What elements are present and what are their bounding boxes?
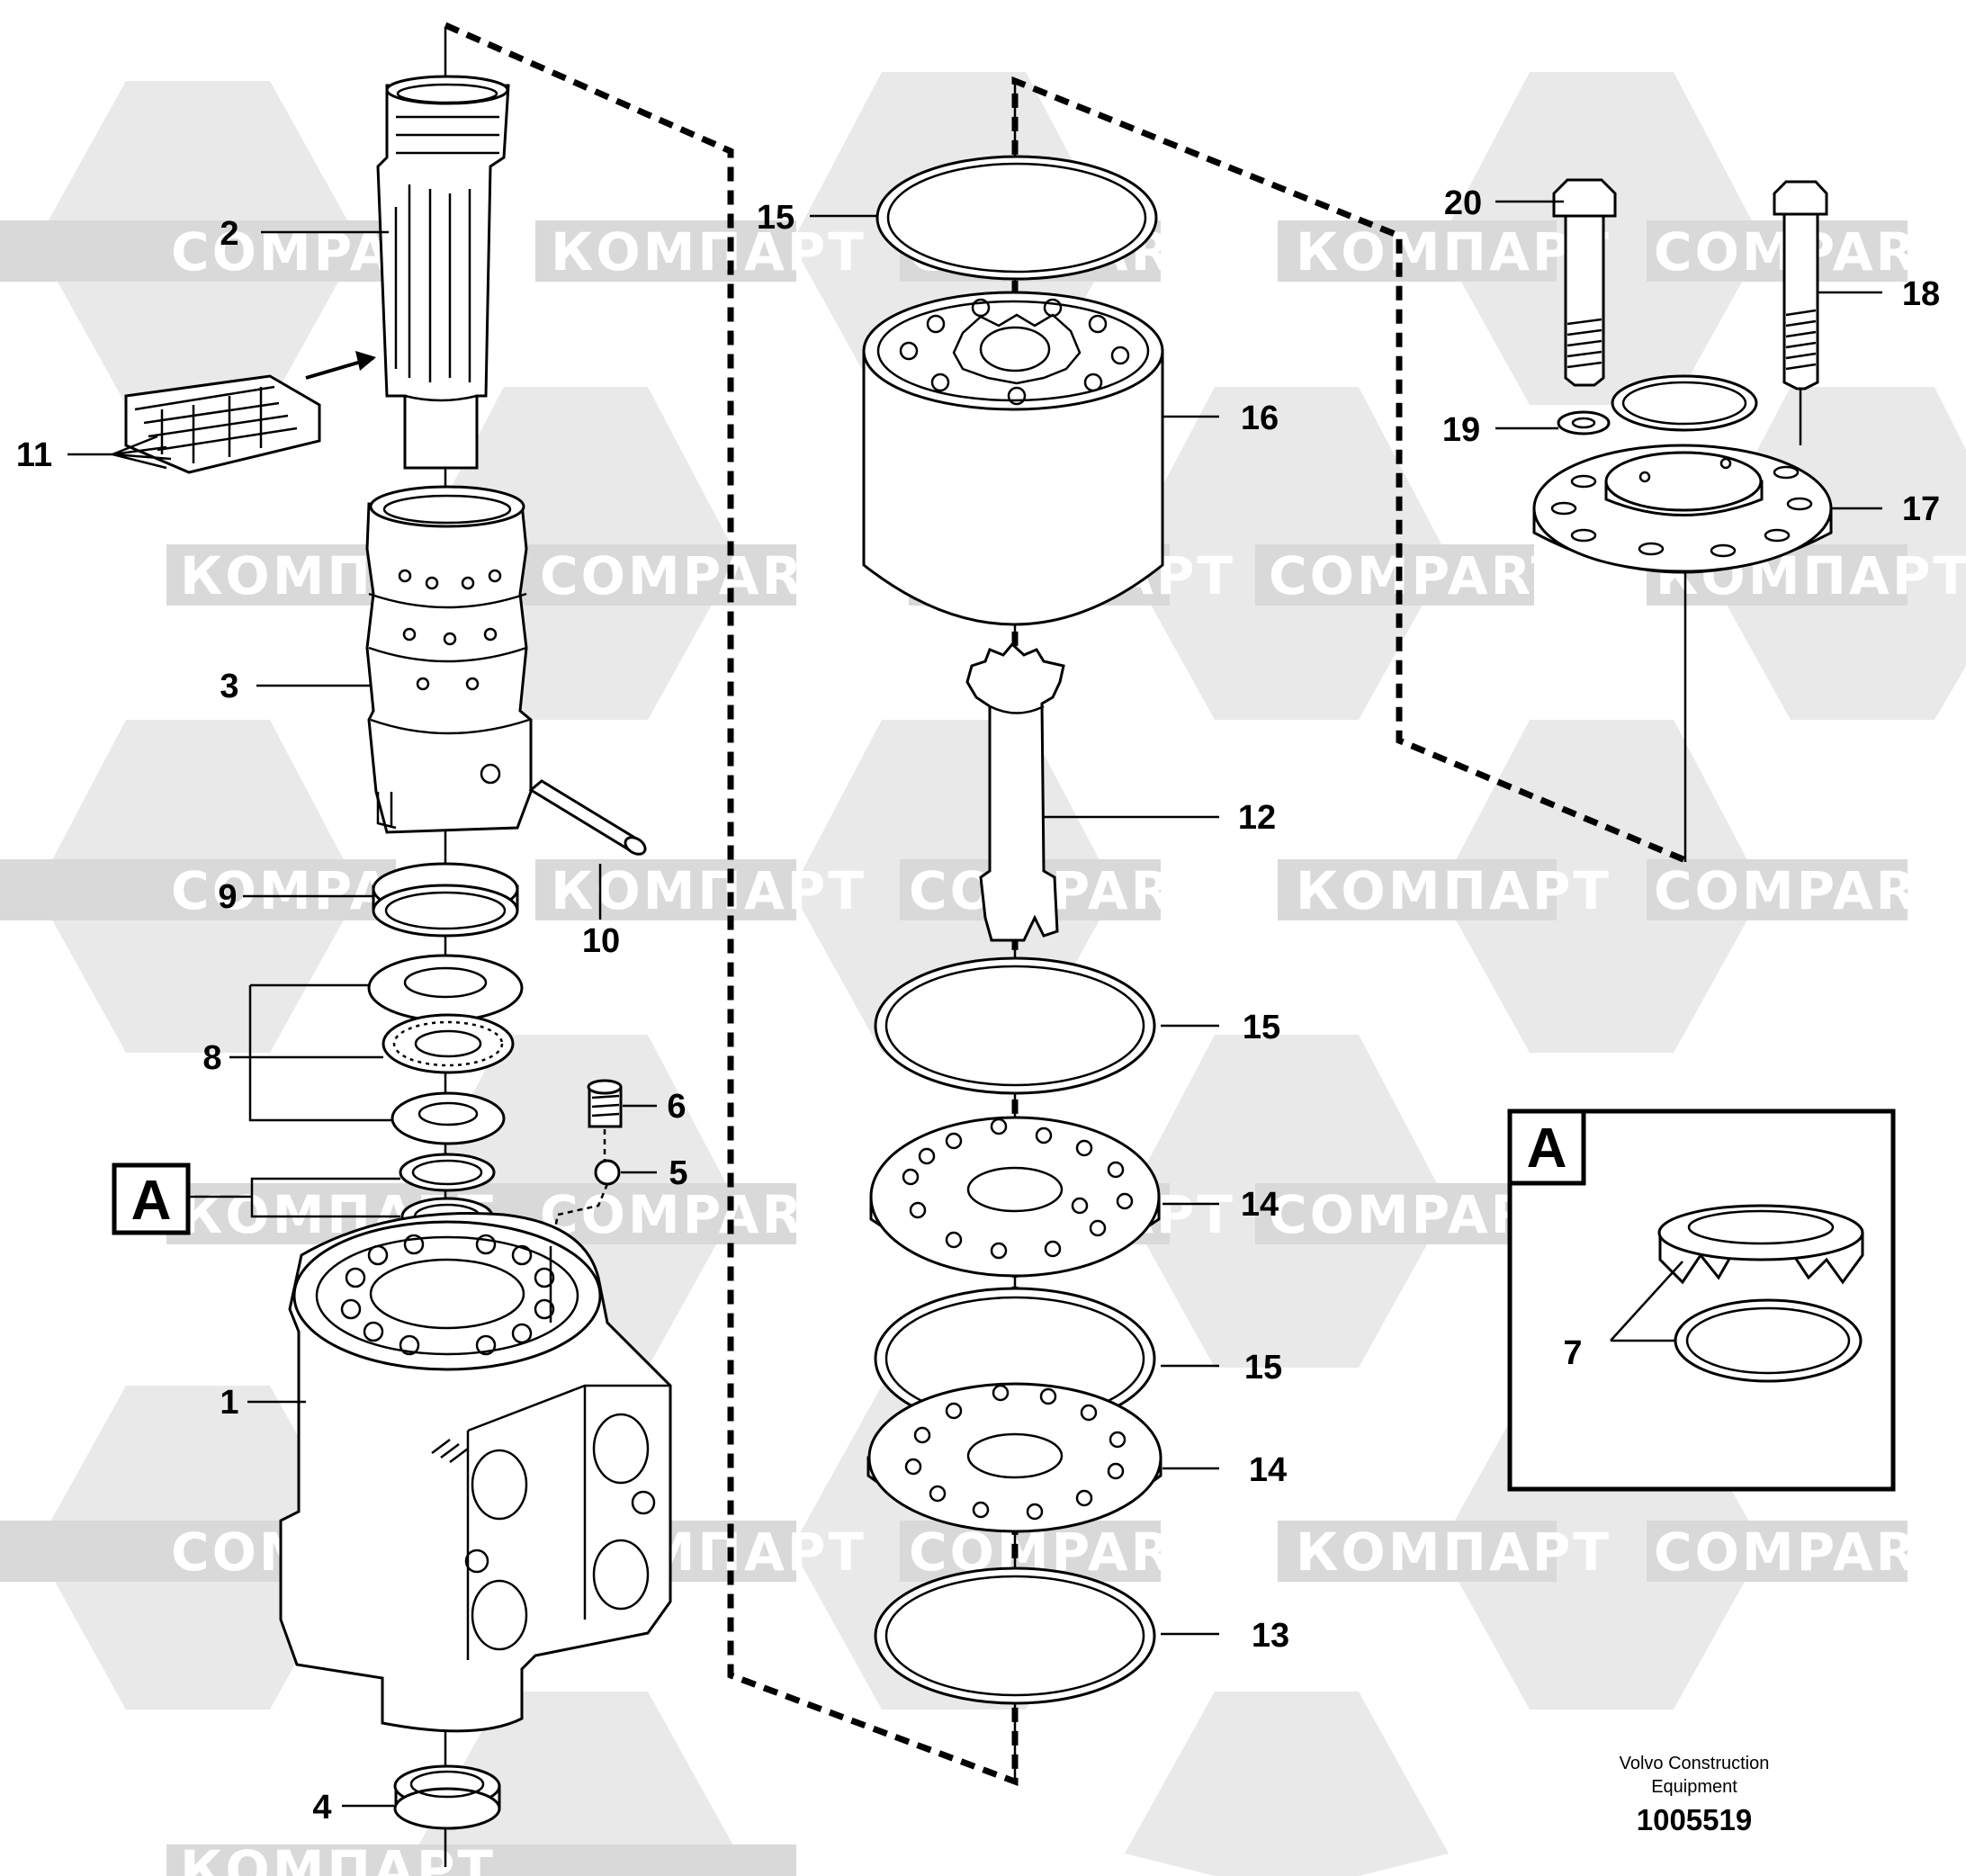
callout-19: 19 [1442, 411, 1480, 449]
detail-a-reference: A [112, 1162, 400, 1235]
o-ring-15-mid-part [874, 956, 1156, 1095]
valve-housing-part [279, 1212, 672, 1733]
cover-plate-part [1611, 374, 1758, 432]
check-valve-parts [547, 1079, 623, 1261]
thrust-bearing-part [367, 954, 524, 1145]
callout-20: 20 [1444, 184, 1482, 222]
callout-3: 3 [220, 668, 238, 705]
callout-5: 5 [669, 1154, 687, 1192]
credit-line-1: Volvo Construction [1620, 1754, 1770, 1773]
callout-10: 10 [582, 922, 620, 960]
callout-2: 2 [220, 215, 238, 253]
drawing-part-number: 1005519 [1637, 1803, 1752, 1836]
detail-reference-label: A [131, 1170, 172, 1232]
watermark-text: COMPART [540, 545, 840, 606]
o-ring-13-part [874, 1566, 1156, 1705]
spool-part [365, 485, 533, 834]
watermark-text: COMPART [540, 1184, 840, 1245]
end-cover-17-part [1532, 444, 1833, 574]
ring-9-part [372, 862, 519, 938]
callout-13: 13 [1252, 1617, 1289, 1655]
callout-15-mid: 15 [1243, 1009, 1280, 1046]
washer-19-part [1557, 410, 1611, 435]
spool-sleeve-part [376, 75, 510, 470]
callout-17: 17 [1902, 490, 1940, 528]
lower-seal-part [393, 1764, 501, 1830]
callout-12: 12 [1238, 799, 1276, 837]
watermark-text: COMPART [1654, 1521, 1954, 1583]
callout-15-top: 15 [757, 199, 794, 237]
callout-6: 6 [667, 1088, 686, 1126]
bolt-18-part [1773, 180, 1828, 445]
callout-14-upper: 14 [1241, 1186, 1279, 1224]
callout-18: 18 [1902, 275, 1940, 313]
watermark-text: COMPART [1269, 545, 1569, 606]
o-ring-15-top-part [875, 155, 1158, 281]
plate-14-lower-part [866, 1382, 1163, 1533]
leader-lines [67, 200, 1882, 1808]
callout-15-lower: 15 [1244, 1349, 1282, 1387]
drive-shaft-12-part [965, 642, 1065, 942]
watermark-text: КОМПАРТ [1296, 860, 1611, 921]
callout-16: 16 [1241, 399, 1279, 437]
callout-11: 11 [16, 436, 52, 474]
plate-14-upper-part [869, 1116, 1161, 1278]
callout-4: 4 [312, 1789, 331, 1827]
centering-springs-part [124, 351, 376, 474]
detail-a-box: A [1507, 1109, 1896, 1492]
watermark-text: КОМПАРТ [1296, 1521, 1611, 1583]
detail-box-label: A [1527, 1118, 1567, 1180]
watermark-text: КОМПАРТ [551, 860, 866, 921]
cross-pin-part [528, 779, 647, 856]
watermark-text: КОМПАРТ [1296, 221, 1611, 283]
bolt-20-part [1552, 178, 1617, 387]
watermark-text: COMPART [1654, 860, 1954, 921]
watermark-text: КОМПАРТ [551, 221, 866, 283]
callout-labels: 2 11 3 9 10 8 6 5 1 4 15 16 12 15 14 15 … [16, 184, 1940, 1827]
watermark-text: КОМПАРТ [180, 1839, 496, 1876]
watermark-text: COMPART [909, 860, 1209, 921]
credit-line-2: Equipment [1651, 1777, 1737, 1797]
callout-9: 9 [218, 878, 237, 916]
callout-8: 8 [202, 1039, 221, 1077]
gear-set-16-part [862, 291, 1164, 626]
callout-14-lower: 14 [1249, 1451, 1287, 1489]
credit-block: Volvo Construction Equipment 1005519 [1620, 1754, 1770, 1836]
callout-1: 1 [220, 1384, 238, 1422]
assembly-dashed-lines [444, 22, 1687, 1787]
callout-7: 7 [1563, 1334, 1582, 1372]
